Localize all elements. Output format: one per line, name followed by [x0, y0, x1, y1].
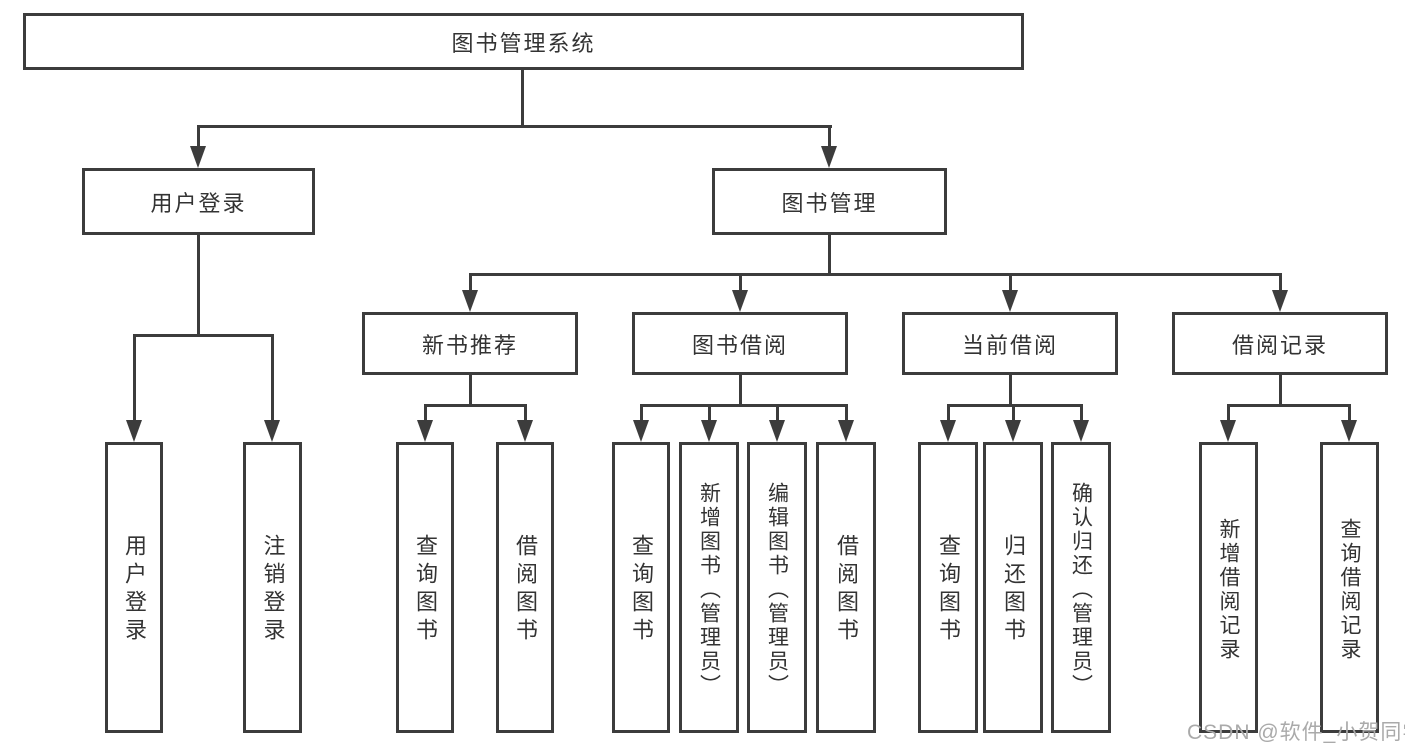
connector-line	[469, 273, 472, 292]
connector-line	[1009, 273, 1012, 292]
connector-line	[1012, 404, 1015, 422]
arrowhead-down-icon	[821, 146, 837, 168]
connector-line	[469, 273, 1282, 276]
connector-line	[828, 125, 831, 150]
connector-line	[845, 404, 848, 422]
node-user-login: 用户登录	[82, 168, 315, 235]
connector-line	[524, 404, 527, 422]
connector-line	[739, 375, 742, 407]
arrowhead-down-icon	[1341, 420, 1357, 442]
arrowhead-down-icon	[838, 420, 854, 442]
arrowhead-down-icon	[1002, 290, 1018, 312]
arrowhead-down-icon	[126, 420, 142, 442]
node-borrowing-records: 借阅记录	[1172, 312, 1388, 375]
arrowhead-down-icon	[769, 420, 785, 442]
leaf-query-borrow-record: 查询借阅记录	[1320, 442, 1379, 733]
leaf-user-login: 用户登录	[105, 442, 163, 733]
node-label: 当前借阅	[961, 332, 1058, 358]
leaf-borrow-books-recommend: 借阅图书	[496, 442, 554, 733]
node-label: 编辑图书（管理员）	[765, 481, 789, 698]
connector-line	[1009, 375, 1012, 407]
arrowhead-down-icon	[701, 420, 717, 442]
arrowhead-down-icon	[417, 420, 433, 442]
leaf-add-borrow-record: 新增借阅记录	[1199, 442, 1258, 733]
node-label: 新增图书（管理员）	[697, 481, 721, 698]
arrowhead-down-icon	[1220, 420, 1236, 442]
leaf-logout: 注销登录	[243, 442, 302, 733]
arrowhead-down-icon	[190, 146, 206, 168]
connector-line	[1227, 404, 1351, 407]
node-label: 新增借阅记录	[1217, 517, 1240, 662]
connector-line	[776, 404, 779, 422]
leaf-return-books: 归还图书	[983, 442, 1043, 733]
connector-line	[1227, 404, 1230, 422]
connector-line	[197, 235, 200, 337]
connector-line	[424, 404, 527, 407]
node-label: 注销登录	[260, 533, 286, 646]
node-label: 查询图书	[629, 533, 654, 646]
arrowhead-down-icon	[732, 290, 748, 312]
connector-line	[271, 334, 274, 422]
connector-line	[828, 235, 831, 276]
leaf-confirm-return-admin: 确认归还（管理员）	[1051, 442, 1111, 733]
connector-line	[1279, 273, 1282, 292]
arrowhead-down-icon	[1073, 420, 1089, 442]
connector-line	[133, 334, 274, 337]
node-label: 确认归还（管理员）	[1069, 481, 1093, 698]
connector-line	[739, 273, 742, 292]
node-label: 查询图书	[936, 533, 961, 646]
node-label: 新书推荐	[421, 332, 518, 358]
arrowhead-down-icon	[517, 420, 533, 442]
leaf-query-books-borrowing: 查询图书	[612, 442, 670, 733]
arrowhead-down-icon	[462, 290, 478, 312]
connector-line	[1279, 375, 1282, 407]
connector-line	[708, 404, 711, 422]
node-label: 查询图书	[413, 533, 438, 646]
node-current-borrowing: 当前借阅	[902, 312, 1118, 375]
leaf-add-books-admin: 新增图书（管理员）	[679, 442, 739, 733]
node-label: 借阅图书	[834, 533, 859, 646]
connector-line	[947, 404, 1083, 407]
connector-line	[640, 404, 643, 422]
arrowhead-down-icon	[633, 420, 649, 442]
leaf-borrow-books-borrowing: 借阅图书	[816, 442, 876, 733]
leaf-query-books-current: 查询图书	[918, 442, 978, 733]
connector-line	[1348, 404, 1351, 422]
node-label: 图书管理系统	[451, 30, 596, 56]
connector-line	[469, 375, 472, 407]
connector-line	[424, 404, 427, 422]
connector-line	[133, 334, 136, 422]
connector-line	[640, 404, 848, 407]
leaf-edit-books-admin: 编辑图书（管理员）	[747, 442, 807, 733]
arrowhead-down-icon	[1005, 420, 1021, 442]
connector-line	[521, 70, 524, 127]
connector-line	[197, 125, 200, 150]
connector-line	[1080, 404, 1083, 422]
node-new-book-recommend: 新书推荐	[362, 312, 578, 375]
node-book-management: 图书管理	[712, 168, 947, 235]
node-label: 用户登录	[150, 190, 247, 216]
node-label: 借阅记录	[1231, 332, 1328, 358]
node-label: 图书管理	[781, 190, 878, 216]
csdn-watermark: CSDN @软件_小贺同学	[1187, 721, 1405, 744]
node-book-borrowing: 图书借阅	[632, 312, 848, 375]
connector-line	[947, 404, 950, 422]
node-label: 借阅图书	[513, 533, 538, 646]
node-label: 图书借阅	[691, 332, 788, 358]
arrowhead-down-icon	[1272, 290, 1288, 312]
arrowhead-down-icon	[264, 420, 280, 442]
arrowhead-down-icon	[940, 420, 956, 442]
node-label: 查询借阅记录	[1338, 517, 1361, 662]
node-library-system: 图书管理系统	[23, 13, 1024, 70]
connector-line	[197, 125, 832, 128]
node-label: 用户登录	[122, 533, 147, 646]
node-label: 归还图书	[1001, 533, 1026, 646]
leaf-query-books-recommend: 查询图书	[396, 442, 454, 733]
